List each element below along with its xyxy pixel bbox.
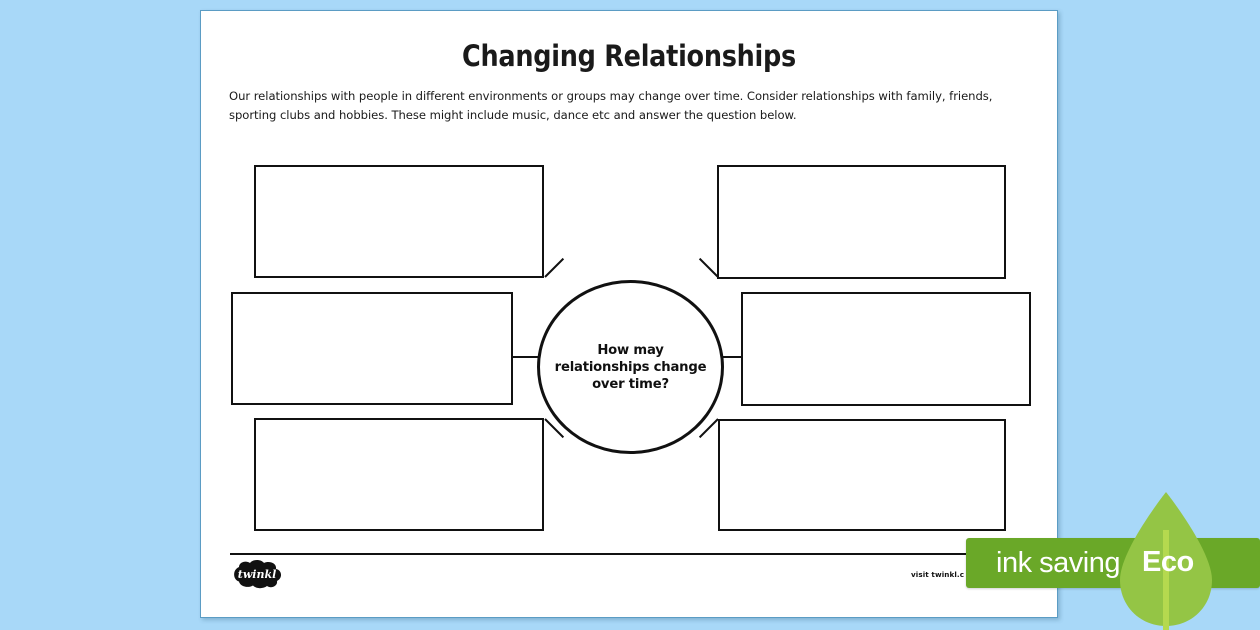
answer-box-middle-left[interactable]	[231, 292, 513, 405]
connector-line-top-right	[698, 257, 719, 278]
central-question-circle: How may relationships change over time?	[537, 280, 724, 454]
svg-text:twinkl: twinkl	[238, 568, 277, 581]
footer-visit-link[interactable]: visit twinkl.c	[911, 570, 965, 579]
page-title: Changing Relationships	[462, 39, 796, 73]
intro-paragraph: Our relationships with people in differe…	[229, 89, 993, 122]
eco-leaf-label: Eco	[1142, 546, 1194, 578]
footer-divider	[230, 553, 1030, 555]
twinkl-logo: twinkl	[230, 559, 284, 589]
eco-saving-badge: ink saving Eco	[966, 492, 1260, 630]
connector-line-middle-left	[513, 356, 540, 358]
answer-box-top-right[interactable]	[717, 165, 1006, 279]
connector-line-top-left	[544, 257, 565, 278]
worksheet-page: Changing Relationships Our relationships…	[200, 10, 1058, 618]
leaf-icon	[1118, 488, 1214, 630]
mind-map-diagram: How may relationships change over time?	[201, 11, 1059, 619]
eco-banner-label: ink saving	[996, 547, 1120, 579]
answer-box-bottom-left[interactable]	[254, 418, 544, 531]
answer-box-bottom-right[interactable]	[718, 419, 1006, 531]
connector-line-middle-right	[720, 356, 743, 358]
central-question-text: How may relationships change over time?	[554, 342, 707, 392]
answer-box-top-left[interactable]	[254, 165, 544, 278]
answer-box-middle-right[interactable]	[741, 292, 1031, 406]
